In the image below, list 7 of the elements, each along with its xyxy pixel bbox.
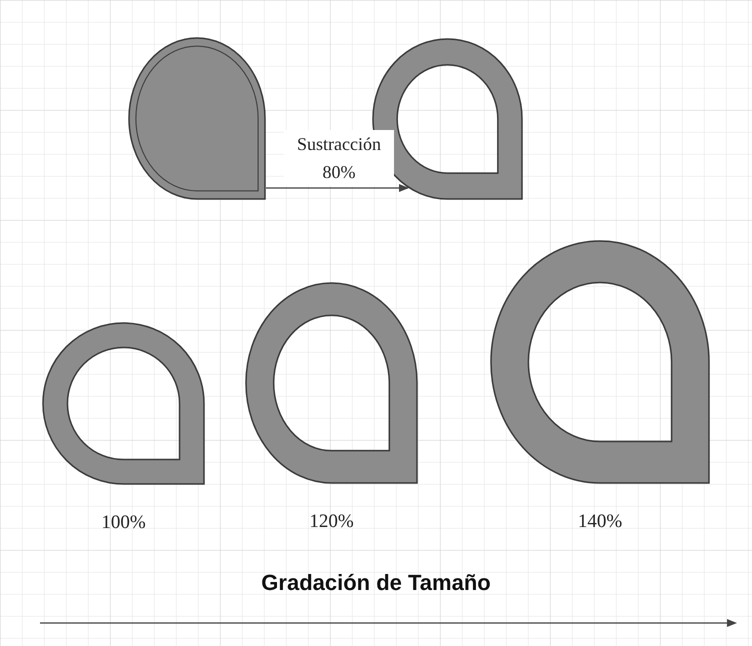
teardrop-shape (128, 37, 266, 200)
diagram-title: Gradación de Tamaño (260, 569, 492, 597)
edge-label: Sustracción 80% (284, 130, 394, 186)
arrow (266, 184, 409, 192)
percent-label: 100% (100, 511, 147, 535)
percent-label: 120% (308, 510, 355, 534)
percent-label: 140% (576, 510, 624, 534)
